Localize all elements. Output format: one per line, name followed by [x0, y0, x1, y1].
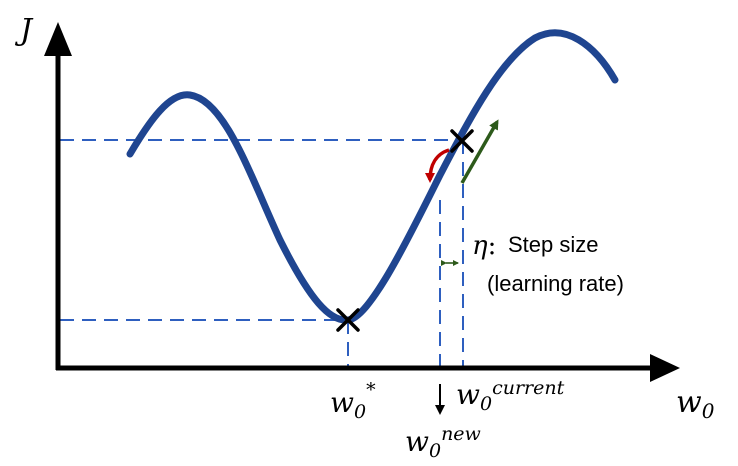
optimum-label: w0*	[330, 379, 376, 423]
current-label: w0current	[456, 377, 565, 415]
step-direction-arrow	[425, 148, 450, 183]
y-axis-label: J	[14, 13, 34, 48]
new-label: w0new	[405, 423, 481, 462]
guide-lines	[60, 139, 464, 368]
gradient-arrow	[460, 119, 499, 184]
current-cross-icon	[450, 129, 474, 153]
learning-rate-label: (learning rate)	[487, 271, 624, 296]
x-axis-label: w0	[676, 385, 715, 423]
step-size-label: Step size	[508, 232, 599, 257]
minimum-cross-icon	[336, 308, 360, 332]
eta-symbol: η:	[472, 231, 496, 261]
axes	[55, 52, 655, 371]
y-axis-arrowhead	[44, 22, 72, 56]
cost-curve	[126, 29, 619, 324]
x-axis-arrowhead	[650, 354, 680, 382]
